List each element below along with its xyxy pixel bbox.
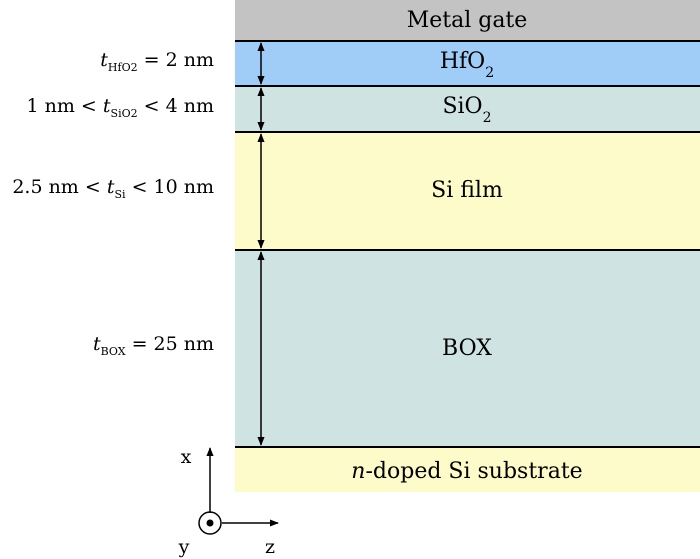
si-film-layer bbox=[235, 132, 700, 250]
sio2-label: SiO2 bbox=[442, 94, 491, 126]
hfo2-label: HfO2 bbox=[440, 49, 494, 81]
box-thickness-label: tBOX = 25 nm bbox=[93, 333, 214, 358]
z-axis-label: z bbox=[265, 536, 275, 558]
sio2-thickness-label: 1 nm < tSiO2 < 4 nm bbox=[27, 95, 215, 120]
y-axis-dot-icon bbox=[206, 519, 214, 527]
y-axis-label: y bbox=[178, 536, 190, 558]
substrate-label: n-doped Si substrate bbox=[351, 459, 582, 484]
box-label: BOX bbox=[442, 336, 492, 361]
sio2-layer bbox=[235, 86, 700, 132]
box-layer bbox=[235, 250, 700, 447]
metal-gate-layer bbox=[235, 0, 700, 41]
metal-gate-label: Metal gate bbox=[407, 8, 528, 33]
hfo2-thickness-label: tHfO2 = 2 nm bbox=[100, 49, 214, 74]
y-axis-out-of-plane-icon bbox=[198, 511, 222, 535]
interface-lines bbox=[235, 40, 700, 448]
substrate-layer bbox=[235, 447, 700, 492]
hfo2-layer bbox=[235, 41, 700, 86]
si-film-label: Si film bbox=[431, 178, 503, 203]
x-axis-label: x bbox=[181, 446, 192, 468]
coordinate-axes bbox=[198, 447, 279, 535]
si-thickness-label: 2.5 nm < tSi < 10 nm bbox=[12, 176, 214, 201]
